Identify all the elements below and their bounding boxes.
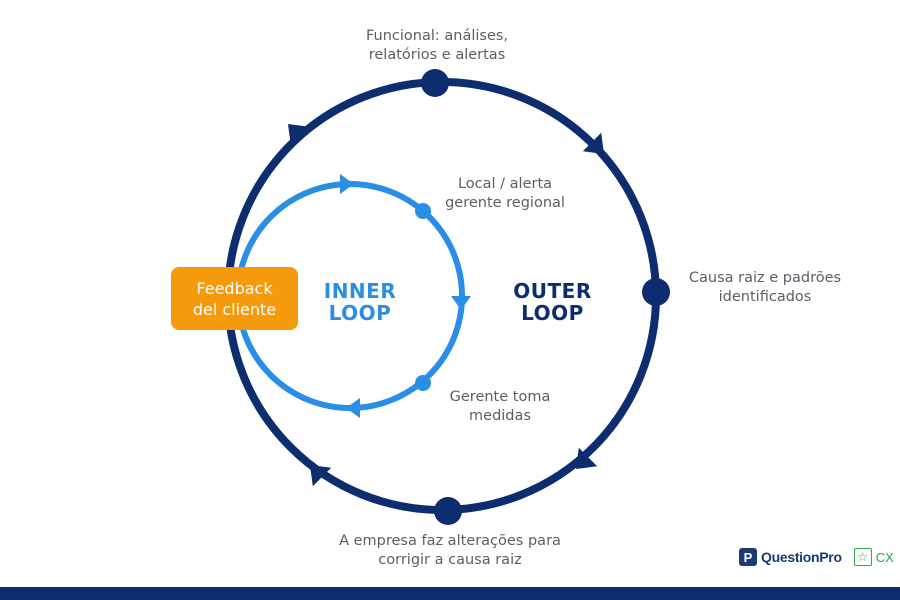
questionpro-logo-icon: P — [739, 548, 757, 566]
brand-logos: P QuestionPro ☆ CX — [739, 546, 894, 568]
inner-loop-title: INNER LOOP — [323, 279, 397, 325]
outer-node-causa — [642, 278, 670, 306]
outer-node-funcional — [421, 69, 449, 97]
star-icon: ☆ — [853, 548, 872, 566]
label-funcional: Funcional: análises, relatórios e alerta… — [365, 28, 509, 63]
footer-bar — [0, 587, 900, 600]
cx-logo-text: CX — [875, 549, 894, 565]
outer-node-empresa — [434, 497, 462, 525]
label-local: Local / alerta gerente regional — [445, 176, 565, 211]
questionpro-logo-text: QuestionPro — [761, 549, 842, 565]
inner-node-gerente — [415, 375, 431, 391]
outer-loop-title: OUTER LOOP — [513, 279, 592, 325]
inner-arrow-top — [340, 174, 354, 194]
label-empresa: A empresa faz alterações para corrigir a… — [339, 533, 561, 568]
label-gerente: Gerente toma medidas — [449, 389, 551, 424]
inner-arrow-right — [451, 296, 471, 310]
feedback-box: Feedback del cliente — [171, 267, 298, 330]
outer-arrow-top-left — [287, 123, 310, 146]
outer-arrow-bottom-left — [309, 464, 332, 487]
label-causa: Causa raiz e padrões identificados — [688, 270, 842, 305]
outer-arrow-bottom-right — [575, 447, 598, 470]
inner-node-local — [415, 203, 431, 219]
outer-arrow-top-right — [582, 132, 605, 155]
inner-arrow-bottom — [346, 398, 360, 418]
